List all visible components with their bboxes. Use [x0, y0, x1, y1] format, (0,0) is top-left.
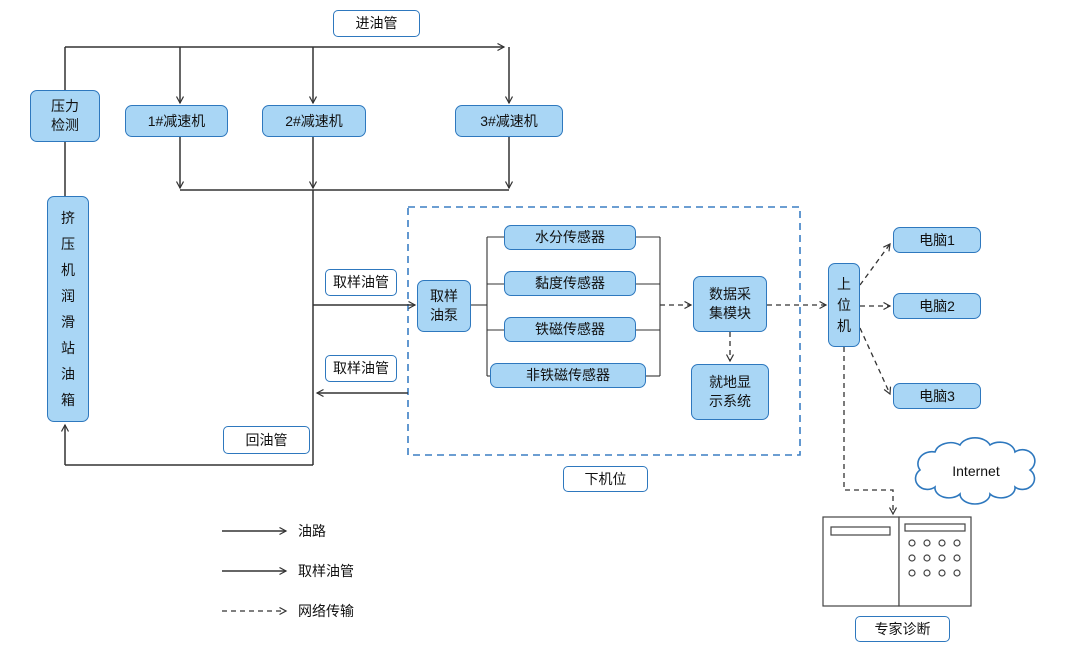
panel-knob [908, 554, 916, 562]
node-upper-machine: 上 位 机 [828, 263, 860, 347]
node-reducer-1: 1#减速机 [125, 105, 228, 137]
node-computer-1: 电脑1 [893, 227, 981, 253]
label-sampling-pipe-bottom: 取样油管 [325, 355, 397, 382]
network-segment [859, 244, 890, 286]
legend-label-sampling-pipe: 取样油管 [298, 563, 354, 579]
panel-bar [904, 523, 966, 532]
workstation-panel [898, 516, 972, 607]
node-data-acquisition: 数据采 集模块 [693, 276, 767, 332]
oil-pipe-lines [65, 47, 509, 466]
panel-knob [923, 554, 931, 562]
node-computer-3: 电脑3 [893, 383, 981, 409]
label-expert-diagnosis: 专家诊断 [855, 616, 950, 642]
panel-knob [953, 539, 961, 547]
node-oil-tank: 挤 压 机 润 滑 站 油 箱 [47, 196, 89, 422]
network-links [660, 244, 893, 514]
node-computer-2: 电脑2 [893, 293, 981, 319]
network-segment [859, 327, 890, 394]
sensor-wiring [471, 236, 661, 377]
diagnostic-workstation-drawing [822, 516, 972, 607]
workstation-slot [830, 526, 891, 536]
node-moisture-sensor: 水分传感器 [504, 225, 636, 250]
panel-knob [923, 539, 931, 547]
panel-knob [923, 569, 931, 577]
label-sampling-pipe-top: 取样油管 [325, 269, 397, 296]
panel-knob [908, 569, 916, 577]
internet-cloud-icon [914, 437, 1036, 505]
node-non-ferromagnetic-sensor: 非铁磁传感器 [490, 363, 646, 388]
legend-label-oil-path: 油路 [298, 523, 326, 539]
node-sampling-pump: 取样 油泵 [417, 280, 471, 332]
label-lower-machine: 下机位 [563, 466, 648, 492]
panel-knob [938, 554, 946, 562]
lower-machine-boundary [407, 206, 801, 456]
node-ferromagnetic-sensor: 铁磁传感器 [504, 317, 636, 342]
internet-label: Internet [952, 463, 1000, 479]
sampling-pipe-lines [313, 305, 415, 393]
node-reducer-2: 2#减速机 [262, 105, 366, 137]
panel-knob [938, 569, 946, 577]
node-viscosity-sensor: 黏度传感器 [504, 271, 636, 296]
node-local-display: 就地显 示系统 [691, 364, 769, 420]
label-inlet-pipe: 进油管 [333, 10, 420, 37]
legend-label-network: 网络传输 [298, 603, 354, 619]
panel-knob [953, 554, 961, 562]
panel-knob [953, 569, 961, 577]
network-segment [843, 347, 893, 514]
node-pressure-detection: 压力 检测 [30, 90, 100, 142]
label-return-pipe: 回油管 [223, 426, 310, 454]
panel-knob [908, 539, 916, 547]
legend-arrows [222, 531, 286, 611]
node-reducer-3: 3#减速机 [455, 105, 563, 137]
panel-knob [938, 539, 946, 547]
